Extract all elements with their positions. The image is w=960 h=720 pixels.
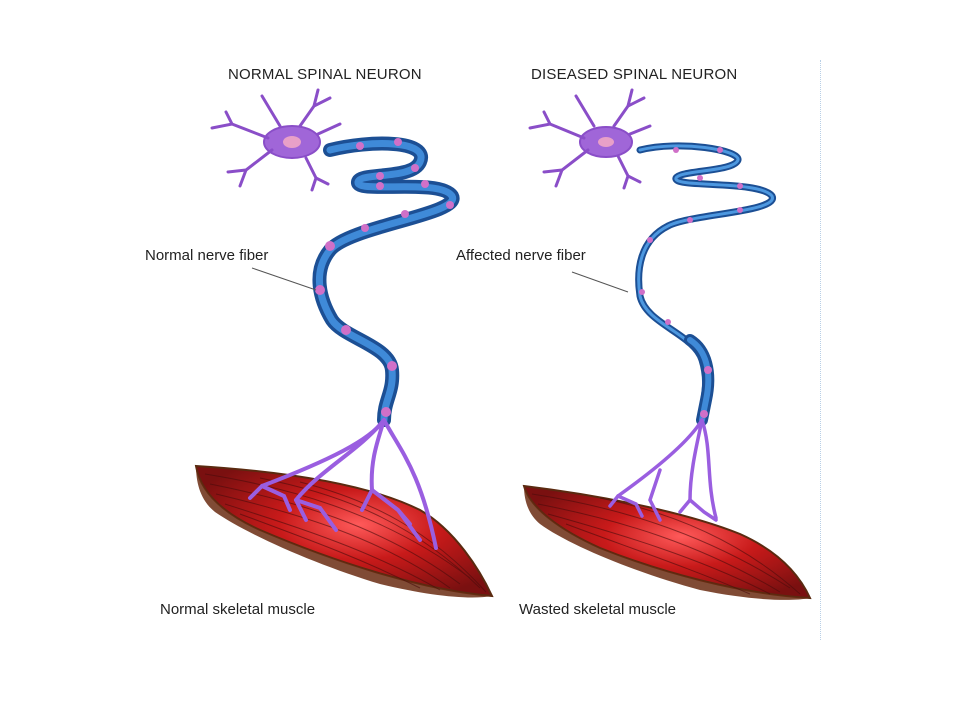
diseased-cell-body xyxy=(528,88,652,190)
normal-nerve-fiber xyxy=(312,136,460,427)
label-normal-nerve-fiber: Normal nerve fiber xyxy=(145,247,269,264)
label-normal-skeletal-muscle: Normal skeletal muscle xyxy=(160,601,316,618)
title-normal-neuron: NORMAL SPINAL NEURON xyxy=(228,66,422,83)
wasted-skeletal-muscle xyxy=(522,484,812,600)
normal-cell-body xyxy=(210,88,342,192)
normal-skeletal-muscle xyxy=(194,464,494,598)
normal-fiber-pointer xyxy=(251,267,317,291)
affected-nodes-of-ranvier xyxy=(639,147,743,418)
affected-fiber-pointer xyxy=(571,271,629,293)
normal-nodes-of-ranvier xyxy=(315,138,454,417)
affected-nerve-terminals xyxy=(608,418,718,522)
normal-nerve-terminals xyxy=(248,418,438,550)
diseased-neuron xyxy=(522,88,812,600)
title-diseased-neuron: DISEASED SPINAL NEURON xyxy=(531,66,738,83)
normal-neuron xyxy=(194,88,494,598)
affected-nerve-fiber xyxy=(635,142,776,426)
dotted-edge-line xyxy=(820,60,821,640)
label-affected-nerve-fiber: Affected nerve fiber xyxy=(456,247,586,264)
label-wasted-skeletal-muscle: Wasted skeletal muscle xyxy=(519,601,677,618)
